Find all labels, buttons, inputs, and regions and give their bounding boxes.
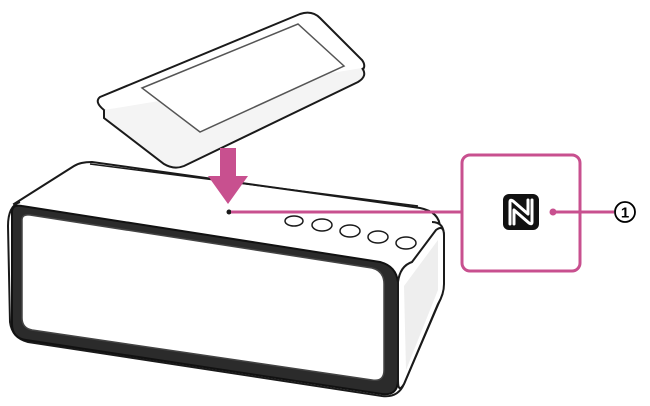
speaker-button (395, 236, 417, 250)
speaker-button (284, 215, 304, 227)
nfc-icon (503, 194, 539, 230)
speaker-button (339, 224, 361, 238)
speaker-side-shade (404, 240, 438, 370)
speaker-button (311, 218, 333, 232)
speaker-button (367, 230, 389, 244)
nfc-callout-box (460, 153, 614, 273)
smartphone-edge (103, 67, 366, 169)
speaker-grille (21, 214, 385, 382)
speaker-top-edge (89, 163, 419, 207)
smartphone (96, 11, 366, 169)
speaker-nfc-mark (226, 209, 232, 215)
callout-marker: 1 (614, 201, 636, 223)
speaker-buttons (284, 215, 417, 250)
arrow-down-icon (208, 148, 248, 204)
speaker (6, 160, 445, 398)
smartphone-screen (140, 23, 346, 133)
callout-number: 1 (621, 205, 629, 222)
